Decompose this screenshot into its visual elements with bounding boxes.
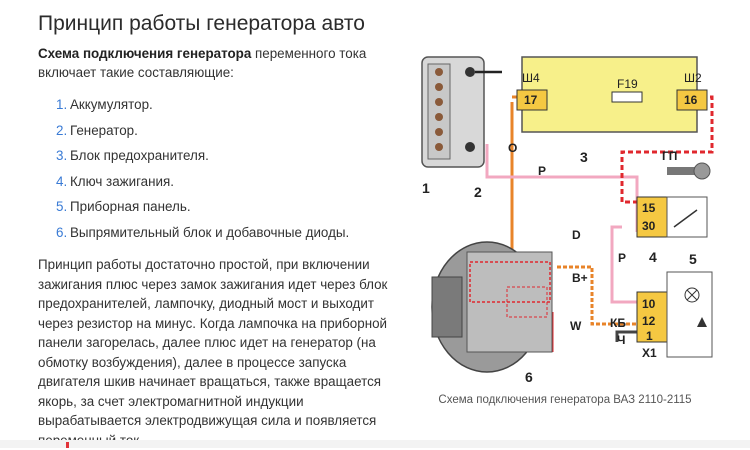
label-sh2: Ш2: [684, 71, 702, 85]
wire-red-gp: [620, 95, 714, 204]
bottom-accent-mark: [66, 442, 69, 448]
generator: [431, 241, 553, 373]
label-gp: ГП: [662, 149, 677, 163]
label-sh4: Ш4: [522, 71, 540, 85]
label-o: О: [508, 141, 517, 155]
label-n4: 4: [649, 249, 657, 265]
label-n1: 1: [422, 180, 430, 196]
label-b-plus: B+: [572, 271, 588, 285]
instrument-connector: [636, 271, 713, 358]
label-pin-10: 10: [642, 297, 656, 311]
key-icon: [667, 162, 711, 180]
intro-paragraph: Схема подключения генератора переменного…: [38, 44, 383, 82]
label-kb: КБ: [610, 316, 626, 330]
label-pin-15: 15: [642, 201, 656, 215]
list-item: 2.Генератор.: [56, 122, 138, 138]
label-n3: 3: [580, 149, 588, 165]
list-item: 3.Блок предохранителя.: [56, 148, 209, 163]
fuse-block: [516, 56, 708, 133]
wire-pink-mid: [610, 225, 637, 304]
components-list: 1.Аккумулятор. 2.Генератор. 3.Блок предо…: [38, 92, 349, 245]
figure-caption: Схема подключения генератора ВАЗ 2110-21…: [438, 394, 692, 406]
label-pin-12: 12: [642, 314, 656, 328]
label-w: W: [570, 319, 582, 333]
generator-wiring-diagram: 1 2 3 4 5 6 Ш4 Ш2 17 16 F19 О Р Р ГП 15 …: [412, 42, 718, 387]
list-item: 1.Аккумулятор.: [56, 97, 153, 112]
intro-rest: переменного тока включает такие составля…: [38, 46, 367, 80]
label-n2: 2: [474, 184, 482, 200]
label-ch: Ч: [617, 333, 625, 347]
intro-bold: Схема подключения генератора: [38, 46, 252, 61]
list-item: 5.Приборная панель.: [56, 199, 191, 214]
ignition-switch: [636, 196, 708, 238]
label-pin-30: 30: [642, 219, 656, 233]
label-p-mid: Р: [618, 251, 626, 265]
explanation-paragraph: Принцип работы достаточно простой, при в…: [38, 257, 388, 448]
battery: [421, 56, 502, 168]
page-title: Принцип работы генератора авто: [38, 12, 365, 35]
label-n6: 6: [525, 369, 533, 385]
bottom-divider: [0, 440, 750, 448]
list-item-text: Аккумулятор.: [70, 97, 153, 112]
list-item: 4.Ключ зажигания.: [56, 173, 174, 189]
list-item-text: Ключ зажигания.: [70, 173, 174, 189]
label-n5: 5: [689, 251, 697, 267]
wire-d: [557, 265, 637, 326]
label-pin-1: 1: [646, 329, 653, 343]
label-pin-16: 16: [684, 93, 698, 107]
list-item-text: Выпрямительный блок и добавочные диоды.: [70, 224, 350, 240]
list-item-text: Блок предохранителя.: [70, 148, 209, 163]
label-x1: X1: [642, 346, 657, 360]
list-item: 6.Выпрямительный блок и добавочные диоды…: [56, 224, 350, 240]
label-p-top: Р: [538, 164, 546, 178]
label-d: D: [572, 228, 581, 242]
label-f19: F19: [617, 77, 638, 91]
wire-black: [615, 330, 637, 342]
list-item-text: Генератор.: [70, 122, 138, 138]
list-item-text: Приборная панель.: [70, 199, 191, 214]
label-pin-17: 17: [524, 93, 538, 107]
